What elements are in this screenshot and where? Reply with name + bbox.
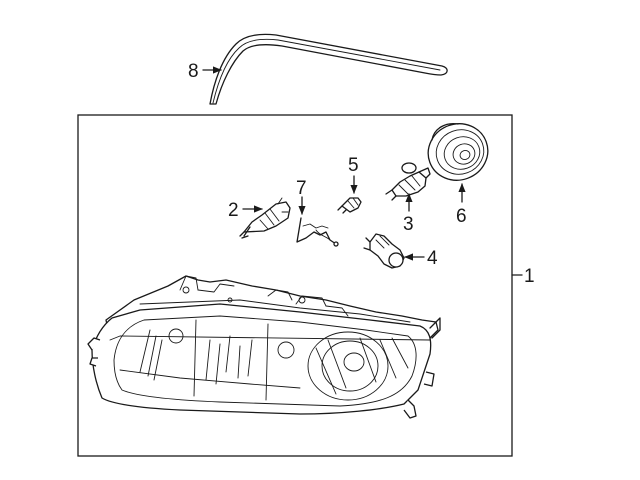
callout-1: 1 xyxy=(524,266,535,287)
assembly-frame xyxy=(77,114,513,457)
callout-5: 5 xyxy=(348,155,359,176)
bulb-with-flange-part xyxy=(385,162,431,201)
callout-2: 2 xyxy=(228,200,239,221)
wire-harness-part xyxy=(296,217,339,247)
headlamp-bulb-part xyxy=(239,197,291,239)
headlamp-assembly-part xyxy=(87,275,441,419)
trim-strip-part xyxy=(209,33,448,105)
small-bulb-part xyxy=(337,197,362,214)
socket-cover-part xyxy=(427,122,489,181)
callout-6: 6 xyxy=(456,206,467,227)
turn-signal-bulb-part xyxy=(363,233,405,269)
callout-7: 7 xyxy=(296,178,307,199)
callout-4: 4 xyxy=(427,248,438,269)
callout-8: 8 xyxy=(188,61,199,82)
callout-3: 3 xyxy=(403,214,414,235)
